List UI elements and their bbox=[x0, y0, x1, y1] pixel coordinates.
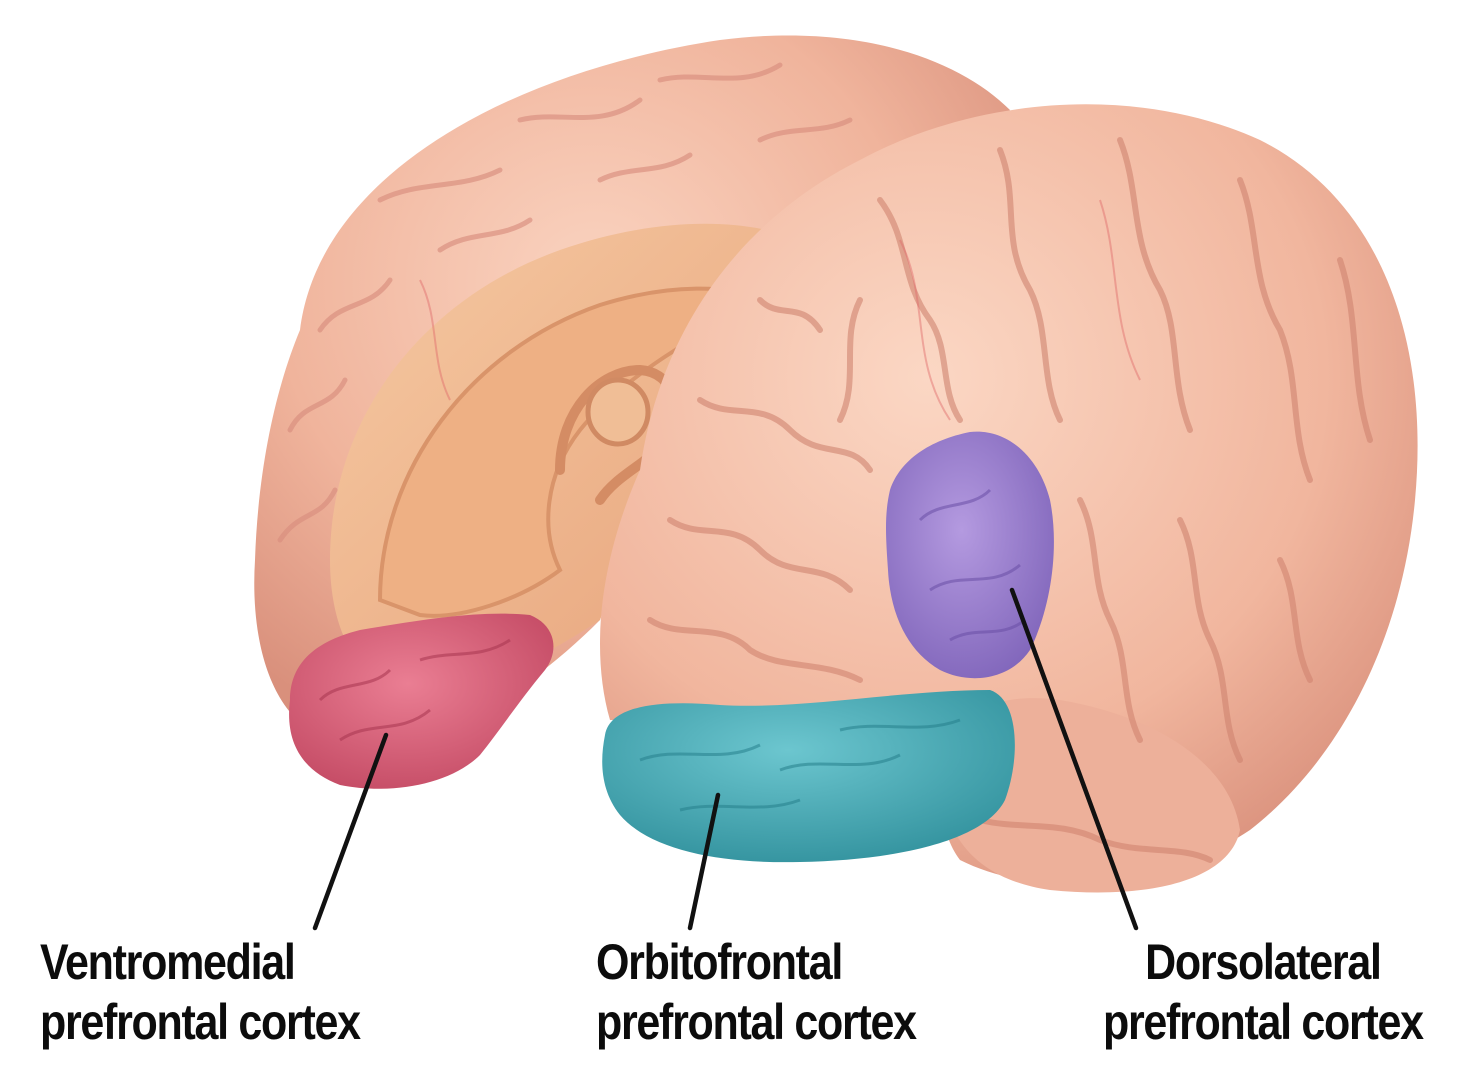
vmpfc-label-line2: prefrontal cortex bbox=[40, 994, 361, 1050]
thalamus bbox=[585, 377, 651, 447]
ofc-label-line1: Orbitofrontal bbox=[596, 934, 843, 990]
ofc-leader-line bbox=[687, 792, 721, 931]
vmpfc-region bbox=[289, 613, 554, 789]
ofc-texture bbox=[639, 718, 961, 812]
dlpfc-region bbox=[886, 431, 1054, 679]
dlpfc-leader-line bbox=[1009, 587, 1139, 931]
vmpfc-label-line1: Ventromedial bbox=[40, 934, 296, 990]
back-gyri bbox=[277, 62, 853, 543]
front-gyri bbox=[647, 137, 1373, 863]
vmpfc-leader-line bbox=[312, 732, 389, 931]
dlpfc-label: Dorsolateral prefrontal cortex bbox=[1103, 932, 1424, 1052]
dlpfc-label-line2: prefrontal cortex bbox=[1103, 994, 1424, 1050]
dlpfc-label-line1: Dorsolateral bbox=[1145, 934, 1382, 990]
ofc-region bbox=[602, 690, 1015, 863]
dlpfc-texture bbox=[918, 488, 1026, 642]
ofc-label: Orbitofrontal prefrontal cortex bbox=[596, 932, 917, 1052]
sulci-veins bbox=[419, 199, 1141, 421]
vmpfc-texture bbox=[318, 638, 511, 742]
ofc-label-line2: prefrontal cortex bbox=[596, 994, 917, 1050]
vmpfc-label: Ventromedial prefrontal cortex bbox=[40, 932, 361, 1052]
